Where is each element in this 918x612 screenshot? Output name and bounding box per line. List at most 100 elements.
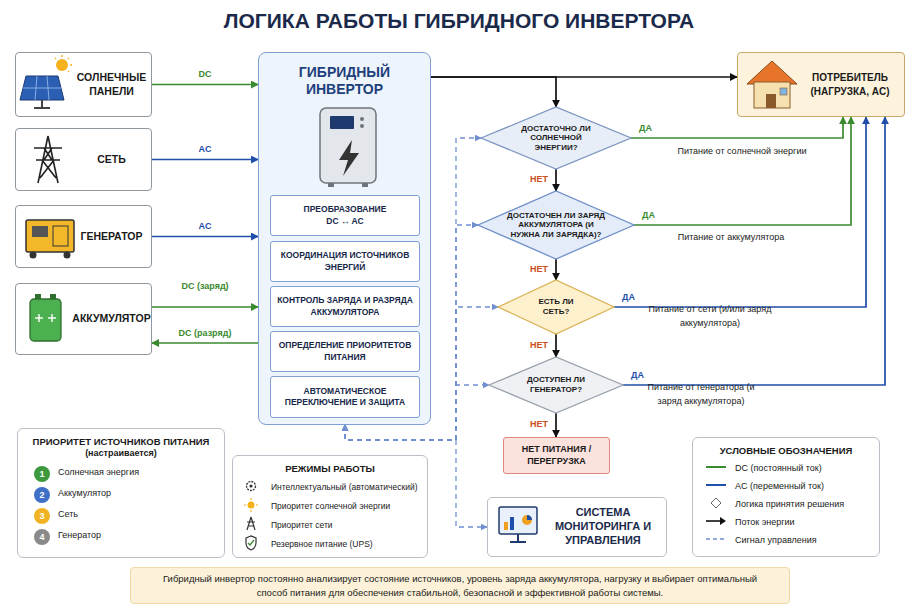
function-box: ОПРЕДЕЛЕНИЕ ПРИОРИТЕТОВ ПИТАНИЯ (270, 331, 420, 372)
legend-entry: DC (постоянный ток) (705, 462, 822, 474)
node-text: НЕТ ПИТАНИЯ / ПЕРЕГРУЗКА (507, 444, 607, 467)
legend-text: DC (постоянный ток) (735, 463, 822, 473)
function-box: КООРДИНАЦИЯ ИСТОЧНИКОВ ЭНЕРГИЙ (270, 241, 420, 282)
decision-diamond: ДОСТАТОЧЕН ЛИ ЗАРЯД АККУМУЛЯТОРА (И НУЖН… (478, 191, 634, 259)
node-text: Резервное питание (UPS) (271, 535, 373, 554)
node-text: 4 (39, 532, 44, 542)
node-text: ОПРЕДЕЛЕНИЕ ПРИОРИТЕТОВ ПИТАНИЯ (275, 340, 415, 362)
node-text: АВТОМАТИЧЕСКОЕ ПЕРЕКЛЮЧЕНИЕ И ЗАЩИТА (273, 386, 417, 408)
legend-text: Логика принятия решения (735, 499, 844, 509)
annotation-label: Питание от солнечной энергии (662, 144, 822, 158)
node-text: ПРИОРИТЕТ ИСТОЧНИКОВ ПИТАНИЯ (33, 436, 210, 448)
source-box: СОЛНЕЧНЫЕ ПАНЕЛИ (15, 52, 152, 117)
node-text: 3 (39, 511, 44, 521)
node-text: Приоритет сети (271, 516, 333, 535)
legend-sample (705, 497, 735, 511)
decision-diamond: ЕСТЬ ЛИ СЕТЬ? (498, 280, 614, 334)
connector-label: DC (175, 69, 235, 79)
node-text: 1 (39, 469, 44, 479)
node-text: 2 (39, 490, 44, 500)
energy-connector (152, 84, 258, 86)
node-text: Интеллектуальный (автоматический) (271, 478, 418, 497)
node-text: СИСТЕМА МОНИТОРИНГА И УПРАВЛЕНИЯ (548, 506, 658, 547)
node-text: Приоритет солнечной энергии (271, 497, 390, 516)
legend-entry: AC (переменный ток) (705, 480, 824, 492)
energy-connector (152, 342, 258, 344)
connector-label: ДА (642, 210, 655, 220)
node-text: ДОСТУПЕН ЛИ ГЕНЕРАТОР? (519, 375, 594, 394)
node-text: (настраивается) (85, 448, 157, 460)
node-text: СЕТЬ (97, 153, 126, 166)
annotation-label: Питание от сети (и/или заряд аккумулятор… (645, 302, 775, 330)
annotation-label: Питание от генератора (и заряд аккумулят… (635, 380, 767, 408)
priority-number: 1Солнечная энергия (34, 466, 50, 482)
energy-connector (152, 236, 258, 238)
info-panel: УСЛОВНЫЕ ОБОЗНАЧЕНИЯ DC (постоянный ток) A… (692, 437, 880, 557)
inverter-box: ГИБРИДНЫЙ ИНВЕРТОР ПРЕОБРАЗОВАНИЕ DC ↔ AC… (258, 52, 431, 425)
connector-label: НЕТ (516, 174, 548, 184)
node-text: ДОСТАТОЧНО ЛИ СОЛНЕЧНОЙ ЭНЕРГИИ? (509, 124, 604, 153)
legend-text: Сигнал управления (735, 535, 817, 545)
node-text: Сеть (58, 509, 78, 519)
decision-diamond: ДОСТАТОЧНО ЛИ СОЛНЕЧНОЙ ЭНЕРГИИ? (481, 107, 631, 169)
info-panel: ПРИОРИТЕТ ИСТОЧНИКОВ ПИТАНИЯ(настраивает… (17, 428, 225, 558)
energy-connector (634, 117, 851, 225)
node-text: ГИБРИДНЫЙ ИНВЕРТОР (285, 64, 405, 98)
diagram-title: ЛОГИКА РАБОТЫ ГИБРИДНОГО ИНВЕРТОРА (0, 9, 918, 33)
connector-label: ДА (631, 370, 644, 380)
legend-sample (705, 533, 735, 547)
priority-number: 4Генератор (34, 529, 50, 545)
source-box: СЕТЬ (15, 128, 152, 191)
energy-connector (152, 159, 258, 161)
node-text: СОЛНЕЧНЫЕ ПАНЕЛИ (72, 71, 151, 97)
node-text: КООРДИНАЦИЯ ИСТОЧНИКОВ ЭНЕРГИЙ (275, 250, 415, 272)
connector-label: НЕТ (516, 264, 548, 274)
monitoring-box: СИСТЕМА МОНИТОРИНГА И УПРАВЛЕНИЯ (487, 497, 667, 557)
node-text: ГЕНЕРАТОР (80, 230, 142, 243)
consumer-box: ПОТРЕБИТЕЛЬ (НАГРУЗКА, AC) (737, 52, 905, 117)
energy-connector (631, 117, 843, 138)
legend-text: Поток энергии (735, 517, 795, 527)
function-box: ПРЕОБРАЗОВАНИЕ DC ↔ AC (270, 195, 420, 236)
legend-entry: Поток энергии (705, 516, 795, 528)
function-box: АВТОМАТИЧЕСКОЕ ПЕРЕКЛЮЧЕНИЕ И ЗАЩИТА (270, 376, 420, 418)
connector-label: ДА (639, 123, 652, 133)
connector-label: DC (заряд) (178, 281, 232, 292)
annotation-label: Питание от аккумулятора (651, 230, 811, 244)
caption-band: Гибридный инвертор постоянно анализирует… (130, 567, 790, 604)
legend-text: AC (переменный ток) (735, 481, 824, 491)
priority-number: 3Сеть (34, 508, 50, 524)
energy-connector (152, 306, 258, 308)
connector-label: НЕТ (516, 419, 548, 429)
connector-label: DC (разряд) (178, 324, 232, 343)
node-text: ПОТРЕБИТЕЛЬ (НАГРУЗКА, AC) (800, 71, 900, 98)
legend-entry: Логика принятия решения (705, 498, 844, 510)
energy-connector (614, 117, 866, 307)
decision-diamond: ДОСТУПЕН ЛИ ГЕНЕРАТОР? (489, 357, 623, 413)
function-box: КОНТРОЛЬ ЗАРЯДА И РАЗРЯДА АККУМУЛЯТОРА (270, 286, 420, 327)
modes-panel: РЕЖИМЫ РАБОТЫ Интеллектуальный (автоматич… (232, 455, 428, 558)
terminal-box: НЕТ ПИТАНИЯ / ПЕРЕГРУЗКА (503, 437, 610, 474)
connector-label: НЕТ (516, 340, 548, 350)
node-text: РЕЖИМЫ РАБОТЫ (285, 463, 375, 475)
connector-label: ДА (622, 292, 635, 302)
connector-label: AC (175, 144, 235, 154)
node-text: Солнечная энергия (58, 467, 139, 477)
legend-sample (705, 461, 735, 475)
priority-number: 2Аккумулятор (34, 487, 50, 503)
energy-connector (555, 259, 557, 280)
energy-connector (555, 413, 557, 437)
node-text: Генератор (58, 530, 101, 540)
energy-connector (555, 169, 557, 191)
node-text: УСЛОВНЫЕ ОБОЗНАЧЕНИЯ (720, 445, 853, 457)
legend-sample (705, 479, 735, 493)
energy-connector (555, 334, 557, 357)
node-text: ПРЕОБРАЗОВАНИЕ DC ↔ AC (298, 204, 393, 226)
node-text: ДОСТАТОЧЕН ЛИ ЗАРЯД АККУМУЛЯТОРА (И НУЖН… (503, 211, 609, 240)
source-box: ГЕНЕРАТОР (15, 205, 152, 268)
node-text: КОНТРОЛЬ ЗАРЯДА И РАЗРЯДА АККУМУЛЯТОРА (275, 295, 415, 317)
legend-sample (705, 515, 735, 529)
source-box: АККУМУЛЯТОР (15, 283, 152, 355)
node-text: АККУМУЛЯТОР (72, 312, 150, 325)
